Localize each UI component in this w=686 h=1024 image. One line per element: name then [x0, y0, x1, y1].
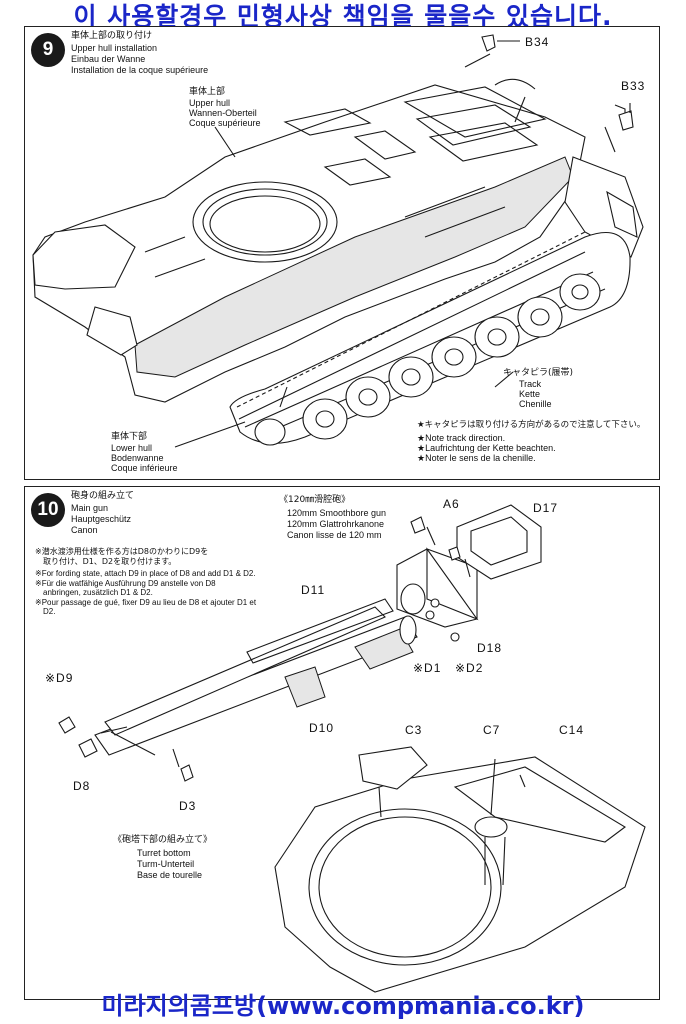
upper-hull-label-de: Wannen-Oberteil — [189, 108, 257, 118]
step9-title-jp: 車体上部の取り付け — [71, 31, 153, 41]
part-d1-label: ※D1 — [413, 661, 442, 675]
part-b34-label: B34 — [525, 35, 550, 49]
turret-bottom-label-de: Turm-Unterteil — [137, 859, 195, 869]
step-number-badge: 9 — [31, 33, 65, 67]
part-d3-label: D3 — [179, 799, 197, 813]
upper-hull-label-jp: 車体上部 — [189, 87, 226, 97]
fording-note-line-6: ※Pour passage de gué, fixer D9 au lieu d… — [35, 598, 257, 607]
part-a6-label: A6 — [443, 497, 460, 511]
track-label-en: Track — [519, 379, 542, 389]
turret-bottom-label-jp: 《砲塔下部の組み立て》 — [113, 835, 213, 845]
lower-hull-label-fr: Coque inférieure — [111, 463, 178, 473]
step-10-panel: 10 砲身の組み立て Main gun Hauptgeschütz Canon … — [24, 486, 660, 1000]
step9-title-de: Einbau der Wanne — [71, 54, 146, 64]
track-direction-note-fr: ★Noter le sens de la chenille. — [417, 453, 536, 463]
lower-hull-label-jp: 車体下部 — [111, 432, 148, 442]
part-d2-label: ※D2 — [455, 661, 484, 675]
step9-title-fr: Installation de la coque supérieure — [71, 65, 209, 75]
step-number-badge: 10 — [31, 493, 65, 527]
fording-note-line-4: ※Für die watfähige Ausführung D9 anstell… — [35, 579, 216, 588]
part-d18-label: D18 — [477, 641, 503, 655]
turret-bottom-label-fr: Base de tourelle — [137, 870, 203, 880]
upper-hull-illustration — [32, 34, 644, 448]
fording-note-line-7: D2. — [43, 607, 56, 616]
track-direction-note-de: ★Laufrichtung der Kette beachten. — [417, 443, 556, 453]
part-d8-label: D8 — [73, 779, 91, 793]
lower-hull-label-de: Bodenwanne — [111, 453, 164, 463]
main-gun-illustration — [58, 504, 646, 993]
upper-hull-label-fr: Coque supérieure — [189, 118, 261, 128]
step10-title-jp: 砲身の組み立て — [71, 491, 135, 501]
gun-info-en: 120mm Smoothbore gun — [287, 508, 387, 518]
gun-info-de: 120mm Glattrohrkanone — [287, 519, 385, 529]
part-c7-label: C7 — [483, 723, 501, 737]
track-direction-note-jp: ★キャタピラは取り付ける方向があるので注意して下さい。 — [417, 420, 646, 430]
step10-title-de: Hauptgeschütz — [71, 514, 132, 524]
part-d11-label: D11 — [301, 583, 326, 597]
track-label-jp: キャタピラ(履帯) — [503, 368, 574, 378]
gun-info-fr: Canon lisse de 120 mm — [287, 530, 382, 540]
bottom-watermark-banner: 미라지의콤프방(www.compmania.co.kr) — [101, 992, 585, 1020]
part-c3-label: C3 — [405, 723, 423, 737]
fording-note-line-3: ※For fording state, attach D9 in place o… — [35, 569, 256, 578]
step9-title-en: Upper hull installation — [71, 43, 158, 53]
track-direction-note-en: ★Note track direction. — [417, 433, 506, 443]
part-d10-label: D10 — [309, 721, 335, 735]
gun-info-jp: 《120㎜滑腔砲》 — [279, 495, 351, 505]
upper-hull-label-en: Upper hull — [189, 98, 231, 108]
fording-note-line-1: ※潜水渡渉用仕様を作る方はD8のかわりにD9を — [35, 547, 209, 556]
part-c14-label: C14 — [559, 723, 585, 737]
fording-note-line-2: 取り付け、D1、D2を取り付けます。 — [43, 557, 177, 566]
step-9-panel: 9 車体上部の取り付け Upper hull installation Einb… — [24, 26, 660, 480]
part-b33-label: B33 — [621, 79, 646, 93]
fording-note-line-5: anbringen, zusätzlich D1 & D2. — [43, 588, 153, 597]
lower-hull-label-en: Lower hull — [111, 443, 153, 453]
turret-bottom-label-en: Turret bottom — [137, 848, 191, 858]
track-label-fr: Chenille — [519, 399, 552, 409]
step10-title-fr: Canon — [71, 525, 98, 535]
track-label-de: Kette — [519, 389, 541, 399]
part-d17-label: D17 — [533, 501, 559, 515]
part-d9-label: ※D9 — [45, 671, 74, 685]
step10-title-en: Main gun — [71, 503, 109, 513]
